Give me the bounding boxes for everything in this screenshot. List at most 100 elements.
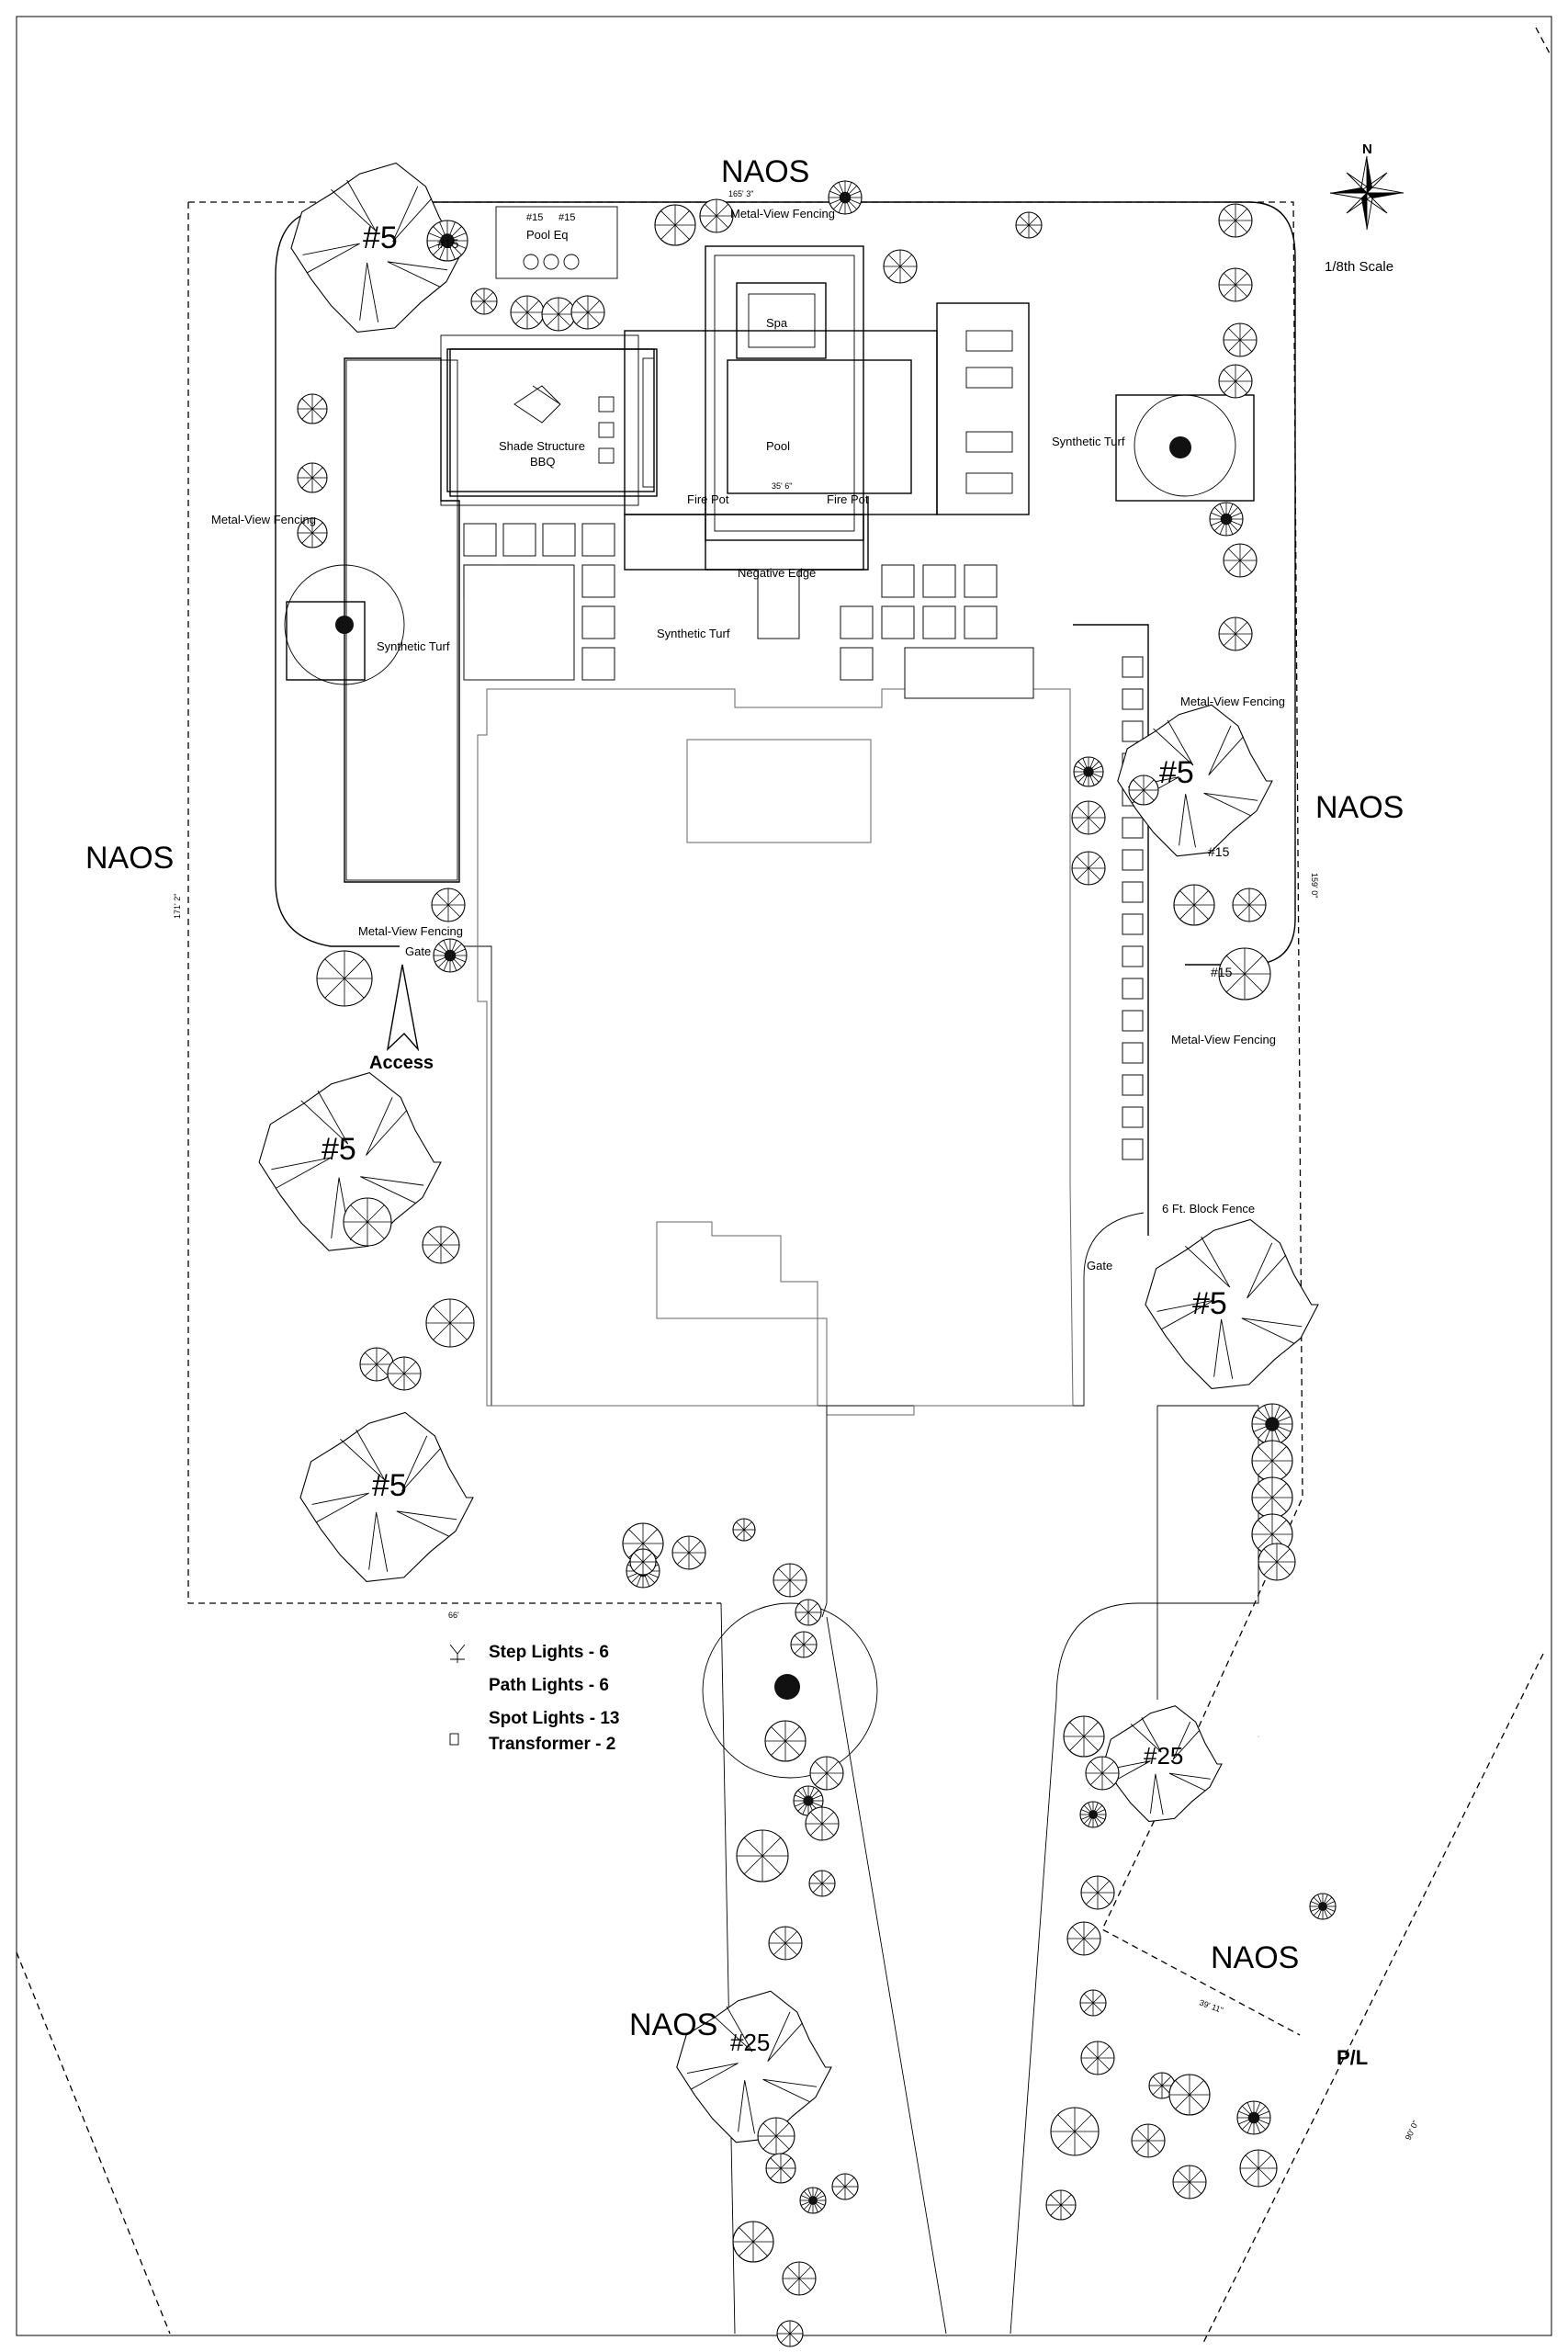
dimension-left: 171' 2"	[173, 894, 182, 919]
shrub-icon	[1223, 543, 1258, 578]
synthetic-turf-label-center: Synthetic Turf	[657, 627, 730, 640]
shrub-icon	[654, 204, 696, 246]
metal-view-fencing-right-lower: Metal-View Fencing	[1171, 1033, 1276, 1046]
tree-label: #5	[1192, 1286, 1227, 1321]
transformer-icon	[449, 1733, 459, 1746]
shrub-icon	[699, 198, 734, 233]
shrub-icon	[776, 2320, 804, 2347]
shrub-icon	[570, 295, 605, 330]
shrub-icon	[359, 1347, 394, 1382]
tree-label: #25	[1144, 1742, 1183, 1770]
access-arrow-icon	[386, 964, 420, 1052]
gate-label-right: Gate	[1087, 1259, 1112, 1272]
metal-view-fencing-left: Metal-View Fencing	[211, 513, 316, 526]
shrub-icon	[297, 462, 328, 493]
shrub-icon	[764, 1720, 807, 1762]
shrub-icon	[732, 1518, 756, 1542]
shrub-icon	[765, 2153, 796, 2184]
dimension-pl-2: 90' 0"	[1404, 2119, 1421, 2142]
tree-canopy-outline	[1134, 394, 1236, 497]
tree-label: #5	[321, 1132, 356, 1167]
fire-pot-label-right: Fire Pot	[827, 492, 869, 506]
sheet-border	[16, 16, 1552, 2336]
paver-grid	[463, 523, 1034, 699]
north-letter: N	[1362, 141, 1372, 157]
shrub-icon	[757, 2117, 795, 2155]
shrub-icon	[883, 249, 918, 284]
shrub-icon	[790, 1631, 818, 1658]
shrub-icon	[343, 1197, 392, 1247]
shrub-icon	[828, 180, 863, 215]
tree-label: #15	[437, 236, 459, 251]
shrub-icon	[422, 1226, 460, 1264]
legend-step-lights: Step Lights - 6	[489, 1643, 609, 1662]
shrub-icon	[510, 295, 545, 330]
shrub-icon	[1079, 1989, 1107, 2017]
shrub-icon	[425, 1298, 475, 1348]
shrub-icon	[1168, 2074, 1211, 2116]
shrub-icon	[1251, 1476, 1293, 1519]
shrub-icon	[1258, 1543, 1296, 1581]
shrub-icon	[470, 288, 498, 315]
synthetic-turf-label-left: Synthetic Turf	[377, 639, 450, 653]
shrub-icon	[736, 1829, 789, 1883]
pool-eq-label: Pool Eq	[526, 228, 569, 242]
legend-transformer: Transformer - 2	[489, 1735, 615, 1754]
dimension-right: 159' 0"	[1310, 873, 1319, 898]
pool-equipment-pad	[495, 206, 618, 279]
canopy-tree-icon	[290, 162, 465, 333]
tree-label: #5	[363, 220, 398, 255]
shade-structure	[446, 348, 655, 492]
shrub-icon	[1080, 2041, 1115, 2075]
dimension-bottom: 66'	[448, 1611, 459, 1620]
tree-trunk-icon	[774, 1674, 800, 1700]
shrub-icon	[1209, 502, 1244, 537]
naos-label-left: NAOS	[85, 841, 174, 876]
shrub-icon	[1223, 322, 1258, 357]
metal-view-fencing-gate: Metal-View Fencing	[358, 924, 463, 938]
tree-label: #15	[558, 212, 575, 223]
metal-view-fencing-top: Metal-View Fencing	[730, 207, 835, 220]
shrub-icon	[1309, 1893, 1337, 1920]
shrub-icon	[1045, 2189, 1077, 2221]
canopy-tree-icon	[1102, 1705, 1223, 1823]
shrub-icon	[1218, 267, 1253, 302]
naos-label-lower-left: NAOS	[629, 2007, 717, 2042]
shrub-icon	[1251, 1403, 1293, 1445]
tree-symbols	[258, 162, 1337, 2347]
shrub-icon	[1239, 2149, 1278, 2188]
shrub-icon	[1232, 888, 1267, 922]
shrub-icon	[541, 297, 576, 332]
shrub-icon	[1218, 203, 1253, 238]
tree-trunk-icon	[1169, 436, 1191, 458]
shrub-icon	[808, 1870, 836, 1897]
pool-dimension: 35' 6"	[772, 481, 792, 491]
canopy-tree-icon	[299, 1411, 474, 1582]
shrub-icon	[809, 1756, 844, 1791]
shrub-icon	[1131, 2123, 1166, 2158]
property-boundary	[16, 27, 1551, 2344]
shrub-icon	[1015, 211, 1043, 239]
shrub-icon	[1073, 756, 1104, 787]
shrub-icon	[773, 1563, 807, 1598]
driveway	[720, 1405, 1259, 2335]
shrub-icon	[1085, 1756, 1120, 1791]
dimension-pl-1: 39' 11"	[1198, 1997, 1224, 2015]
stepping-stones	[1122, 656, 1144, 1160]
shrub-icon	[1236, 2100, 1271, 2135]
shrub-icon	[831, 2173, 859, 2200]
pool-deck	[440, 245, 1030, 571]
shrub-icon	[1218, 364, 1253, 399]
bbq-label: BBQ	[530, 455, 555, 469]
access-label: Access	[369, 1053, 434, 1073]
shrub-icon	[671, 1535, 706, 1570]
shrub-icon	[431, 888, 466, 922]
shrub-icon	[1128, 775, 1159, 806]
metal-view-fencing-right-upper: Metal-View Fencing	[1180, 695, 1285, 708]
shrub-icon	[1079, 1801, 1107, 1828]
property-line-label: P/L	[1337, 2046, 1368, 2069]
shrub-icon	[782, 2261, 817, 2296]
block-fence-label: 6 Ft. Block Fence	[1162, 1202, 1255, 1216]
tree-canopy-outline	[702, 1602, 878, 1779]
